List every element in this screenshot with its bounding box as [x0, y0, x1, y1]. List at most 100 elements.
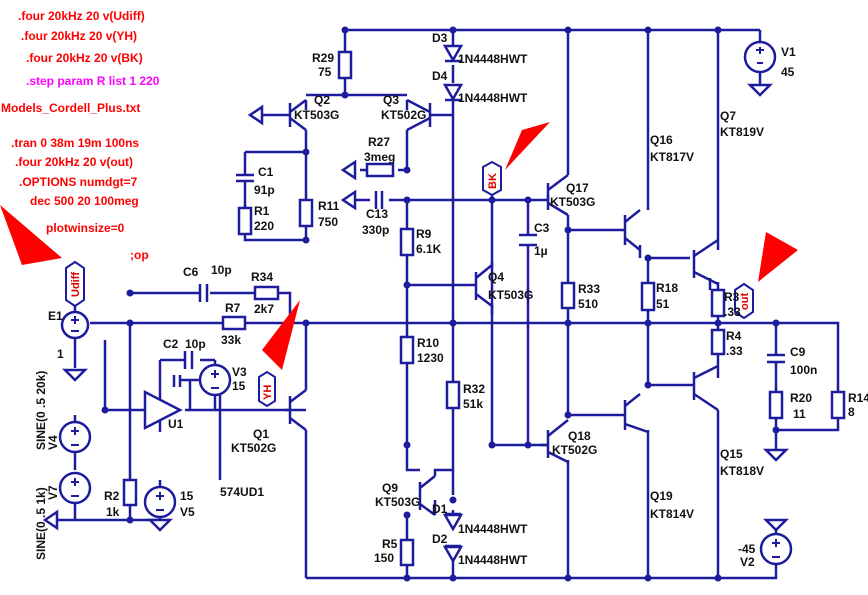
transistor-q1[interactable]	[288, 389, 307, 431]
label-r1-value: 220	[254, 219, 274, 233]
resistor-r18[interactable]	[640, 281, 656, 312]
label-c9-name: C9	[790, 345, 806, 359]
directive-four-out[interactable]: .four 20kHz 20 v(out)	[15, 155, 133, 169]
label-r20-name: R20	[790, 391, 812, 405]
diodes	[442, 44, 464, 564]
pointer-arrow-udiff	[0, 205, 62, 265]
resistor-r33[interactable]	[560, 281, 576, 310]
diode-d1[interactable]	[442, 512, 464, 532]
resistor-r5[interactable]	[399, 538, 415, 567]
label-q3-name: Q3	[383, 93, 399, 107]
capacitor-c2[interactable]	[183, 351, 194, 369]
label-r2-value: 1k	[106, 505, 120, 519]
label-r11-value: 750	[318, 215, 338, 229]
label-c1-value: 91p	[254, 183, 275, 197]
label-c6-name: C6	[183, 265, 199, 279]
diode-d2[interactable]	[442, 544, 464, 564]
capacitor-c9[interactable]	[767, 353, 785, 378]
source-v5[interactable]	[143, 485, 177, 519]
source-v7[interactable]	[58, 471, 92, 505]
source-v1[interactable]	[743, 40, 777, 74]
label-d3-value: 1N4448HWT	[458, 52, 528, 66]
label-v4-value: SINE(0 .5 20k)	[34, 371, 48, 450]
label-q15-name: Q15	[720, 447, 743, 461]
directive-include-models[interactable]: Models_Cordell_Plus.txt	[1, 101, 140, 115]
source-v4[interactable]	[58, 420, 92, 454]
transistor-q16[interactable]	[620, 209, 641, 251]
resistor-r11[interactable]	[298, 198, 314, 228]
resistor-r3[interactable]	[710, 288, 726, 318]
capacitor-c3[interactable]	[519, 233, 537, 247]
label-q17-value: KT503G	[550, 195, 595, 209]
resistor-r4[interactable]	[710, 328, 726, 356]
label-r1-name: R1	[254, 204, 270, 218]
source-v3[interactable]	[198, 363, 232, 397]
label-v7-name: V7	[46, 485, 60, 500]
source-v2[interactable]	[759, 532, 793, 566]
label-v2-name: V2	[740, 555, 755, 569]
label-r4-value: .33	[726, 344, 743, 358]
resistor-r29[interactable]	[337, 50, 353, 80]
label-r33-value: 510	[578, 297, 598, 311]
svg-text:BK: BK	[487, 173, 499, 189]
directive-tran[interactable]: .tran 0 38m 19m 100ns	[11, 136, 139, 150]
diode-d4[interactable]	[442, 83, 464, 102]
transistor-q2[interactable]	[288, 99, 307, 131]
red-pointer-arrows	[0, 122, 798, 370]
label-q1-value: KT502G	[231, 441, 276, 455]
resistor-r14[interactable]	[830, 390, 846, 420]
capacitor-c6[interactable]	[198, 284, 209, 302]
resistor-r20[interactable]	[768, 390, 784, 420]
label-q9-name: Q9	[382, 481, 398, 495]
directive-ac[interactable]: dec 500 20 100meg	[30, 194, 139, 208]
transistor-q4[interactable]	[474, 264, 493, 307]
resistor-r27[interactable]	[365, 162, 395, 178]
resistor-r9[interactable]	[399, 227, 415, 257]
label-r20-value: 11	[793, 407, 806, 421]
directive-four-bk[interactable]: .four 20kHz 20 v(BK)	[26, 51, 143, 65]
transistor-q15[interactable]	[690, 364, 719, 412]
label-d4-name: D4	[432, 69, 448, 83]
directive-plotwinsize[interactable]: plotwinsize=0	[46, 221, 125, 235]
resistor-r2[interactable]	[122, 478, 138, 507]
label-c3-value: 1µ	[534, 244, 548, 258]
net-flag-bk[interactable]: BK	[482, 160, 502, 197]
directive-options[interactable]: .OPTIONS numdgt=7	[19, 175, 138, 189]
label-d2-value: 1N4448HWT	[458, 553, 528, 567]
resistor-r34[interactable]	[253, 285, 280, 301]
label-u1-name: U1	[168, 417, 184, 431]
directive-step-param[interactable]: .step param R list 1 220	[26, 74, 160, 88]
capacitor-c1[interactable]	[236, 173, 254, 208]
transistor-q7[interactable]	[692, 238, 719, 286]
resistor-r32[interactable]	[445, 380, 461, 410]
net-flag-yh[interactable]: YH	[258, 370, 276, 408]
directive-op[interactable]: ;op	[130, 248, 149, 262]
resistor-r1[interactable]	[237, 206, 253, 236]
pointer-arrow-out	[758, 232, 798, 282]
label-d4-value: 1N4448HWT	[458, 91, 528, 105]
opamp-u1[interactable]	[143, 389, 183, 431]
label-r7-value: 33k	[221, 333, 241, 347]
label-v7-value: SINE(0 .5 1k)	[34, 487, 48, 560]
directive-four-yh[interactable]: .four 20kHz 20 v(YH)	[21, 29, 137, 43]
transistor-q17[interactable]	[546, 174, 569, 217]
transistor-q3[interactable]	[406, 98, 453, 132]
capacitor-c13[interactable]	[374, 191, 384, 209]
label-e1-value: 1	[57, 347, 64, 361]
label-r27-name: R27	[368, 135, 390, 149]
diode-d3[interactable]	[442, 44, 464, 63]
label-c13-name: C13	[366, 207, 388, 221]
source-e1[interactable]	[60, 310, 90, 340]
resistor-r10[interactable]	[399, 335, 415, 365]
resistor-r7[interactable]	[221, 315, 247, 331]
label-r29-name: R29	[312, 51, 334, 65]
label-r34-name: R34	[251, 270, 273, 284]
net-flag-udiff[interactable]: Udiff	[65, 260, 85, 308]
transistor-q18[interactable]	[540, 419, 569, 464]
transistor-q9[interactable]	[418, 468, 453, 517]
net-flag-out[interactable]: out	[734, 282, 754, 320]
transistor-q19[interactable]	[620, 393, 649, 434]
directive-four-udiff[interactable]: .four 20kHz 20 v(Udiff)	[18, 9, 145, 23]
label-r29-value: 75	[318, 65, 332, 79]
